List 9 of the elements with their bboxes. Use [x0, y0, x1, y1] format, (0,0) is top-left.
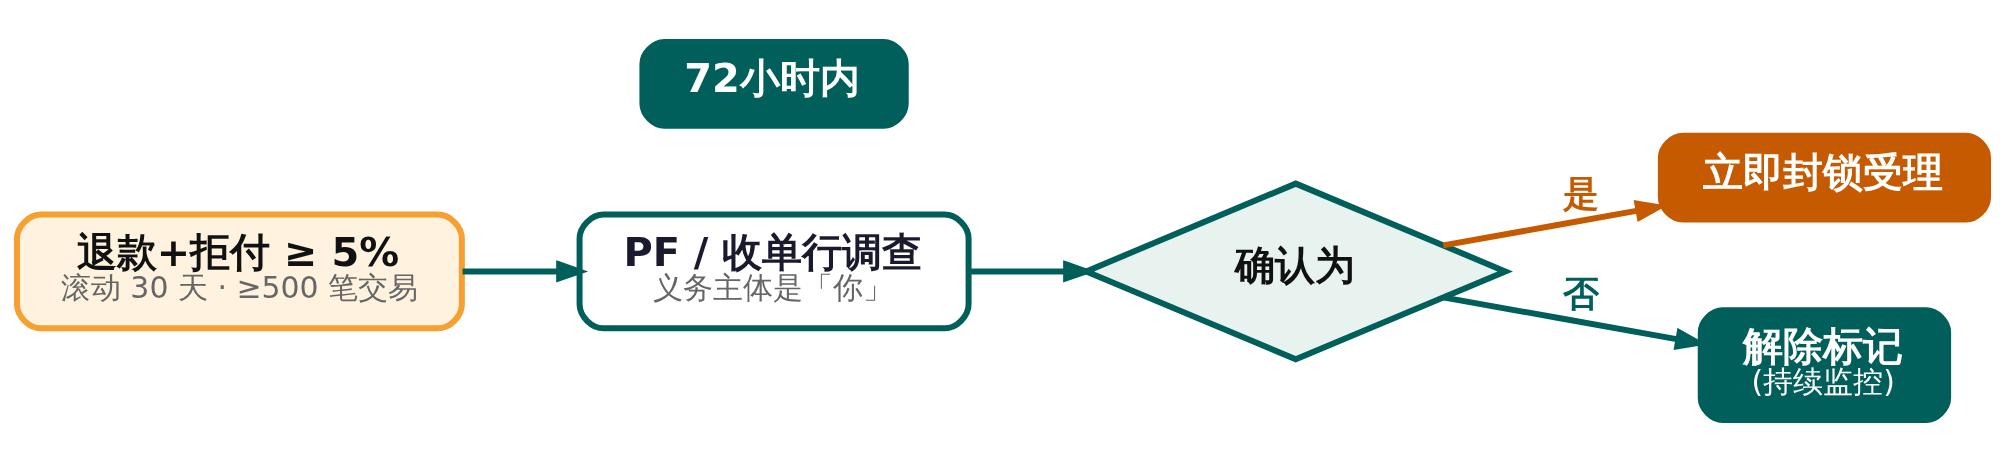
arrow [968, 260, 1096, 283]
node-box: 解除标记 (持续监控) [1697, 307, 1952, 423]
node-box: 退款+拒付 ≥ 5% 滚动 30 天 · ≥500 笔交易 [14, 211, 465, 332]
edge-label: 否 [1563, 273, 1600, 315]
node-box: 72小时内 [639, 39, 909, 129]
node-box: PF / 收单行调查 义务主体是「你」 [576, 211, 972, 332]
arrow [462, 260, 589, 283]
edge-label: 是 [1563, 173, 1600, 215]
node-box: 立即封锁受理 [1657, 132, 1991, 223]
